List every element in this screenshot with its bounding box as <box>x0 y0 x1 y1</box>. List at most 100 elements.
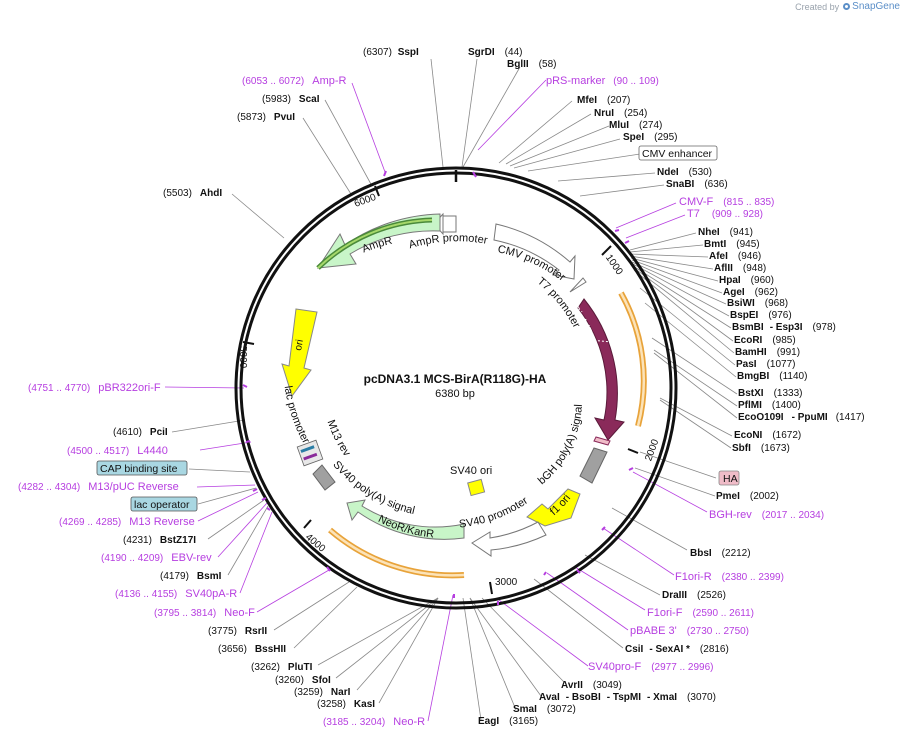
site-label-pvui: (5873)PvuI <box>237 112 295 123</box>
site-label-ebv-rev: (4190 .. 4209)EBV-rev <box>101 552 212 564</box>
site-label-sfoi: (3260)SfoI <box>275 675 331 686</box>
site-label-bsshii: (3656)BssHII <box>218 644 286 655</box>
tick-5000: 5000 <box>237 346 248 369</box>
site-label-rsrii: (3775)RsrII <box>208 626 267 637</box>
bira-orf-bar <box>618 291 647 427</box>
cap-binding-box <box>96 460 188 476</box>
f1-ori-arrow <box>526 488 581 527</box>
sv40-ori-label: SV40 ori <box>450 465 492 477</box>
site-label-bmgbi: BmgBI(1140) <box>737 371 807 382</box>
site-label-agei: AgeI(962) <box>723 287 778 298</box>
site-label-m13-reverse: (4269 .. 4285)M13 Reverse <box>59 516 195 528</box>
snapgene-logo-icon <box>843 3 851 10</box>
cmv-enhancer-box <box>638 145 718 161</box>
site-label-f1ori-r: F1ori-R(2380 .. 2399) <box>675 571 784 583</box>
site-label-sv40pa-r: (4136 .. 4155)SV40pA-R <box>115 588 237 600</box>
site-label-pmei: PmeI(2002) <box>716 491 779 502</box>
sv40-promoter-label: SV40 promoter <box>458 495 530 531</box>
site-label-avrii: AvrII(3049) <box>561 680 622 691</box>
site-label-hpai: HpaI(960) <box>719 275 774 286</box>
t7-promoter-arrow <box>569 277 587 293</box>
site-label-sbfi: SbfI(1673) <box>732 443 790 454</box>
snapgene-brand-name: SnapGene <box>852 1 900 12</box>
lac-features-stack <box>296 439 324 467</box>
site-label-draiii: DraIII(2526) <box>662 590 726 601</box>
feature-arrows <box>281 212 647 579</box>
site-label-pcii: (4610)PciI <box>113 427 168 438</box>
bgh-label: bGH poly(A) signal <box>536 404 585 487</box>
site-label-pbabe-3: pBABE 3'(2730 .. 2750) <box>630 625 749 637</box>
primer-marks <box>242 170 634 605</box>
sv40-polya-box <box>312 464 336 491</box>
sv40-polya-label: SV40 poly(A) signal <box>330 459 416 517</box>
plasmid-title: pcDNA3.1 MCS-BirA(R118G)-HA 6380 bp <box>364 372 547 400</box>
svg-text:CMV enhancer: CMV enhancer <box>642 148 713 160</box>
svg-text:CAP binding site: CAP binding site <box>100 463 178 475</box>
site-label-spei: SpeI(295) <box>623 132 677 143</box>
site-labels: (6307) SspI SgrDI(44) BglII(58) (6053 ..… <box>18 47 865 728</box>
site-label-neo-f: (3795 .. 3814)Neo-F <box>154 607 255 619</box>
leader-lines <box>164 58 738 722</box>
lac-operator-box <box>130 496 198 512</box>
site-label-pflmi: PflMI(1400) <box>738 400 801 411</box>
ori-arrow <box>281 308 318 398</box>
ampr-promoter-label: AmpR promoter <box>407 232 488 251</box>
site-label-sspi: (6307) SspI <box>363 47 419 58</box>
site-label-amp-r: (6053 .. 6072)Amp-R <box>242 75 347 87</box>
sv40-promoter-arrow <box>471 521 547 557</box>
plasmid-length: 6380 bp <box>435 388 475 400</box>
plasmid-name: pcDNA3.1 MCS-BirA(R118G)-HA <box>364 372 547 386</box>
cmv-promoter-arrow <box>493 223 576 280</box>
site-label-avai: AvaI- BsoBI- TspMI- XmaI(3070) <box>539 692 716 703</box>
site-label-nari: (3259)NarI <box>294 687 351 698</box>
site-label-pluti: (3262)PluTI <box>251 662 313 673</box>
neo-feature-arrow <box>346 499 465 540</box>
site-label-bstz17i: (4231)BstZ17I <box>123 535 196 546</box>
bira-feature-arrow <box>577 298 625 441</box>
site-label-bmti: BmtI(945) <box>704 239 760 250</box>
snapgene-credit: Created by SnapGene <box>795 1 900 12</box>
site-label-snabi: SnaBI(636) <box>666 179 728 190</box>
site-label-kasi: (3258)KasI <box>317 699 375 710</box>
site-label-ndei: NdeI(530) <box>657 167 712 178</box>
site-label-mfei: MfeI(207) <box>577 95 630 106</box>
site-label-bglii: BglII(58) <box>507 59 556 70</box>
site-label-eagi: EagI(3165) <box>478 716 538 727</box>
ori-label: ori <box>293 339 306 352</box>
backbone <box>234 166 678 610</box>
site-label-bgh-rev: BGH-rev(2017 .. 2034) <box>709 509 824 521</box>
svg-text:lac operator: lac operator <box>134 499 190 511</box>
site-label-f1ori-f: F1ori-F(2590 .. 2611) <box>647 607 754 619</box>
site-label-nhei: NheI(941) <box>698 227 753 238</box>
site-label-scai: (5983)ScaI <box>262 94 320 105</box>
created-by-text: Created by <box>795 1 840 12</box>
feature-labels: AmpR promoter AmpR CMV promoter T7 promo… <box>282 232 605 540</box>
site-label-bamhi: BamHI(991) <box>735 347 800 358</box>
m13-rev-label: M13 rev <box>325 418 353 459</box>
site-label-bspei: BspEI(976) <box>730 310 792 321</box>
site-label-bsiwi: BsiWI(968) <box>727 298 788 309</box>
site-label-pasi: PasI(1077) <box>736 359 795 370</box>
site-label-aflii: AflII(948) <box>714 263 766 274</box>
svg-text:HA: HA <box>723 473 738 485</box>
site-label-pbr322ori-f: (4751 .. 4770)pBR322ori-F <box>28 382 161 394</box>
site-label-prs-marker: pRS-marker(90 .. 109) <box>546 75 659 87</box>
ha-box <box>718 470 740 486</box>
site-label-ahdi: (5503)AhdI <box>163 188 222 199</box>
ha-tag-mark <box>593 436 611 446</box>
site-label-t7: T7(909 .. 928) <box>687 208 763 220</box>
site-label-l4440: (4500 .. 4517)L4440 <box>67 445 168 457</box>
bgh-polya-box <box>579 447 608 484</box>
site-label-nrui: NruI(254) <box>594 108 647 119</box>
site-label-bbsi: BbsI(2212) <box>690 548 751 559</box>
site-label-m13-puc-reverse: (4282 .. 4304)M13/pUC Reverse <box>18 481 179 493</box>
site-label-neo-r: (3185 .. 3204)Neo-R <box>323 716 425 728</box>
ampr-promoter-arrow <box>442 215 457 233</box>
tick-1000: 1000 <box>603 253 625 278</box>
site-label-cmv-f: CMV-F(815 .. 835) <box>679 196 774 208</box>
site-label-econi: EcoNI(1672) <box>734 430 801 441</box>
sv40-ori-box <box>467 478 486 497</box>
tick-3000: 3000 <box>495 577 518 588</box>
site-label-bsmbi: BsmBI- Esp3I(978) <box>732 322 836 333</box>
